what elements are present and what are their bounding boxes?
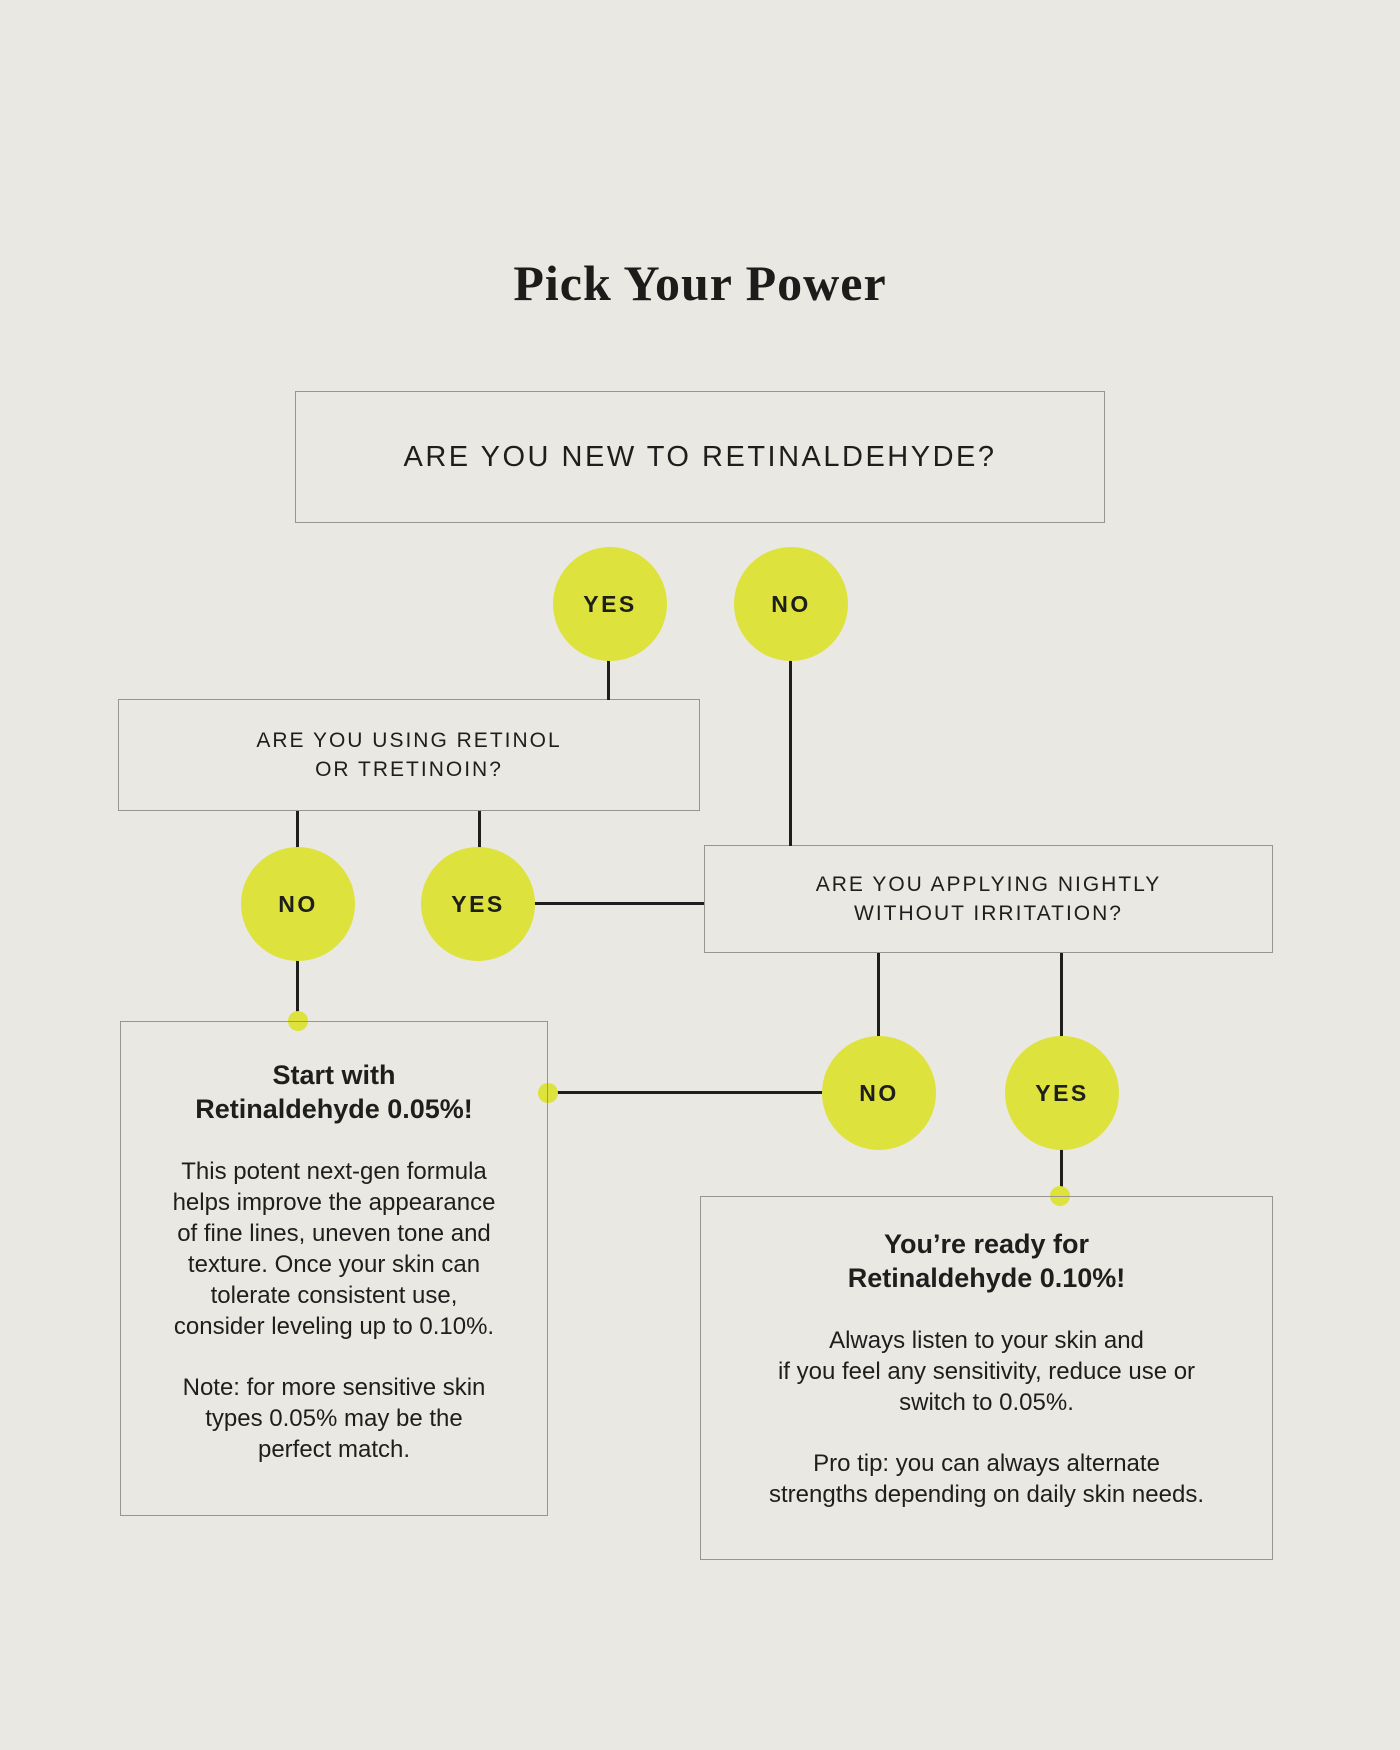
question-box-using-retinol-tretinoin: ARE YOU USING RETINOL OR TRETINOIN?	[118, 699, 700, 811]
connector-q2-to-yes	[478, 811, 481, 849]
question-box-new-to-retinaldehyde: ARE YOU NEW TO RETINALDEHYDE?	[295, 391, 1105, 523]
question-text: ARE YOU APPLYING NIGHTLY WITHOUT IRRITAT…	[815, 873, 1162, 925]
question-text: ARE YOU NEW TO RETINALDEHYDE?	[403, 440, 997, 473]
answer-circle-q3-yes: YES	[1005, 1036, 1119, 1150]
result-note: Pro tip: you can always alternate streng…	[769, 1450, 1204, 1508]
result-body: This potent next-gen formula helps impro…	[172, 1158, 496, 1340]
result-heading: Start with Retinaldehyde 0.05%!	[195, 1060, 473, 1124]
connector-q2yes-to-q3	[532, 902, 704, 905]
answer-label: NO	[771, 590, 811, 617]
result-heading: You’re ready for Retinaldehyde 0.10%!	[847, 1229, 1126, 1293]
connector-q2-to-no	[296, 811, 299, 849]
question-box-applying-nightly: ARE YOU APPLYING NIGHTLY WITHOUT IRRITAT…	[704, 845, 1273, 953]
connector-q3-to-yes	[1060, 953, 1063, 1038]
result-note: Note: for more sensitive skin types 0.05…	[182, 1374, 486, 1463]
question-text: ARE YOU USING RETINOL OR TRETINOIN?	[256, 729, 562, 781]
answer-label: YES	[1035, 1079, 1089, 1106]
answer-label: YES	[451, 890, 505, 917]
connector-q3yes-to-result-high	[1060, 1149, 1063, 1197]
result-box-retinaldehyde-005: Start with Retinaldehyde 0.05%! This pot…	[120, 1021, 548, 1516]
page-title: Pick Your Power	[513, 255, 887, 311]
answer-label: NO	[278, 890, 318, 917]
result-body: Always listen to your skin and if you fe…	[777, 1327, 1196, 1416]
connector-q1no-to-q3	[789, 660, 792, 846]
connector-q1yes-to-q2	[607, 660, 610, 700]
answer-circle-q2-yes: YES	[421, 847, 535, 961]
junction-dot-result-low-right	[538, 1083, 558, 1103]
answer-circle-q3-no: NO	[822, 1036, 936, 1150]
connector-q2no-to-result-low	[296, 960, 299, 1022]
answer-circle-q1-no: NO	[734, 547, 848, 661]
answer-label: YES	[583, 590, 637, 617]
result-box-retinaldehyde-010: You’re ready for Retinaldehyde 0.10%! Al…	[700, 1196, 1273, 1560]
answer-circle-q2-no: NO	[241, 847, 355, 961]
connector-q3-to-no	[877, 953, 880, 1038]
answer-circle-q1-yes: YES	[553, 547, 667, 661]
answer-label: NO	[859, 1079, 899, 1106]
connector-result-low-to-q3no	[548, 1091, 825, 1094]
